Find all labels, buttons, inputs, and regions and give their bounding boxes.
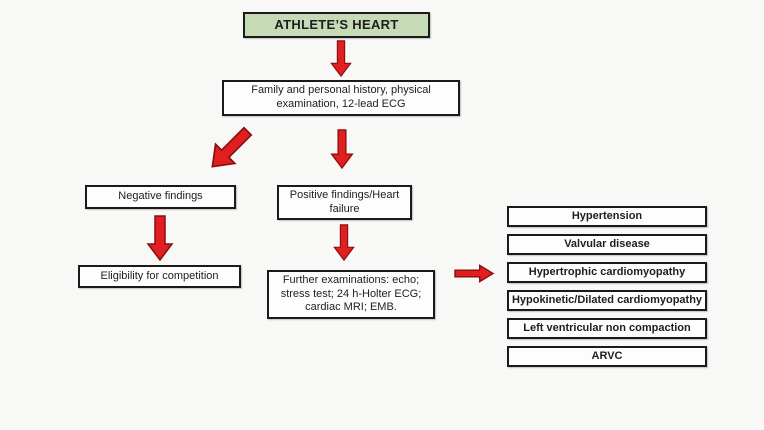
diagonal-down-left-arrow-icon xyxy=(211,126,253,168)
node-positive-findings: Positive findings/Heart failure xyxy=(277,185,412,220)
right-arrow-icon xyxy=(454,264,495,283)
node-outcome-left-ventricular-non-compaction: Left ventricular non compaction xyxy=(507,318,707,339)
node-eligibility-competition: Eligibility for competition xyxy=(78,265,241,288)
down-arrow-icon xyxy=(330,40,352,77)
node-outcome-arvc: ARVC xyxy=(507,346,707,367)
node-history-exam: Family and personal history, physical ex… xyxy=(222,80,460,116)
down-arrow-icon xyxy=(330,129,354,170)
node-athletes-heart: ATHLETE’S HEART xyxy=(243,12,430,38)
node-outcome-valvular-disease: Valvular disease xyxy=(507,234,707,255)
node-further-examinations: Further examinations: echo; stress test;… xyxy=(267,270,435,319)
down-arrow-icon xyxy=(333,224,355,262)
node-outcome-hypokinetic-dilated-cardiomyopathy: Hypokinetic/Dilated cardiomyopathy xyxy=(507,290,707,311)
node-negative-findings: Negative findings xyxy=(85,185,236,209)
down-arrow-icon xyxy=(146,215,174,261)
node-outcome-hypertension: Hypertension xyxy=(507,206,707,227)
node-outcome-hypertrophic-cardiomyopathy: Hypertrophic cardiomyopathy xyxy=(507,262,707,283)
